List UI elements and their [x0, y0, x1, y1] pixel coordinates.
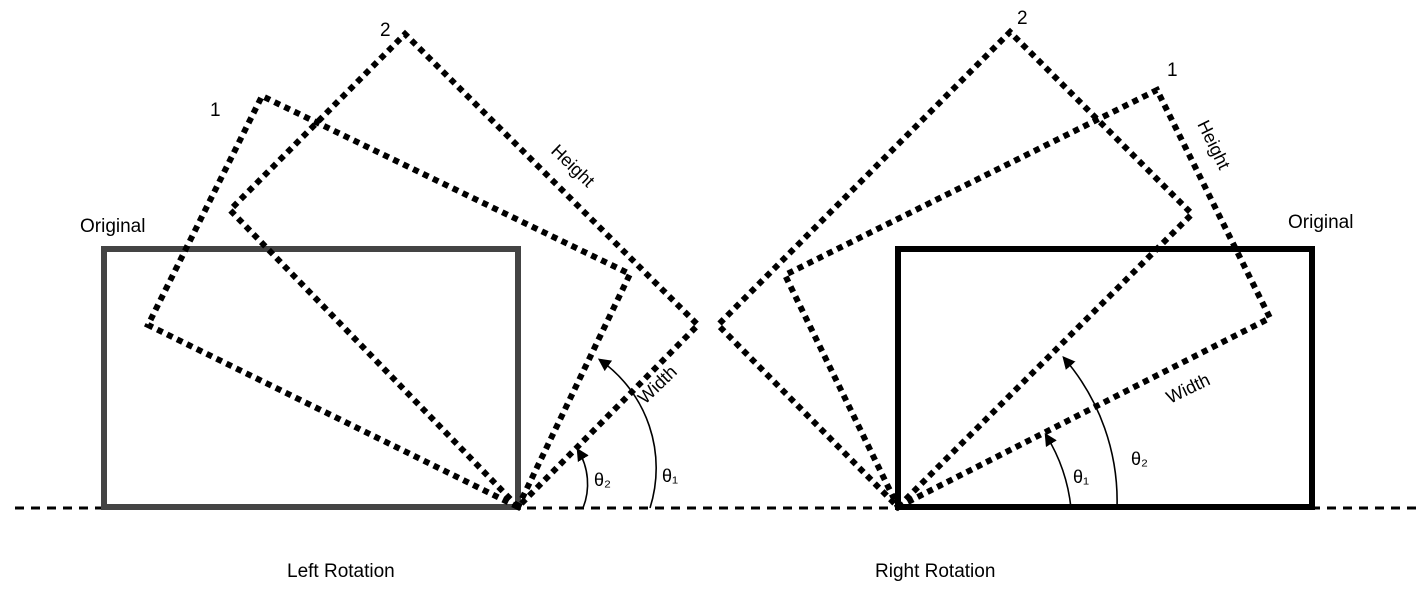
left-original-label: Original: [80, 216, 145, 237]
right-original-label: Original: [1288, 212, 1353, 233]
left-rect1-label: 1: [210, 100, 221, 121]
left-rect2-label: 2: [380, 20, 391, 41]
left-theta2-arc: [576, 447, 589, 509]
left-caption: Left Rotation: [287, 561, 395, 582]
right-theta2-arc: [1062, 356, 1118, 509]
left-rotated-rect-2: [225, 29, 703, 512]
left-panel: Original 1 2 Height Width θ₁ θ₂ Left Rot…: [80, 20, 703, 582]
left-original-rect: [101, 246, 521, 510]
right-width-label: Width: [1163, 369, 1213, 407]
right-rect1-label: 1: [1167, 60, 1178, 81]
right-rect2-label: 2: [1017, 8, 1028, 29]
right-original-rect: [895, 246, 1315, 510]
right-theta1-label: θ₁: [1073, 467, 1089, 487]
right-rotated-rect-2: [713, 27, 1197, 512]
right-caption: Right Rotation: [875, 561, 995, 582]
left-theta2-label: θ₂: [594, 470, 611, 490]
left-theta1-arc: [597, 358, 657, 509]
right-theta1-arc: [1044, 432, 1072, 509]
right-rotated-rect-1: [781, 85, 1275, 512]
right-height-label: Height: [1193, 117, 1234, 173]
right-panel: Original 1 2 Height Width θ₁ θ₂ Right Ro…: [713, 8, 1353, 582]
left-theta1-label: θ₁: [662, 466, 678, 486]
right-theta2-label: θ₂: [1131, 449, 1148, 469]
